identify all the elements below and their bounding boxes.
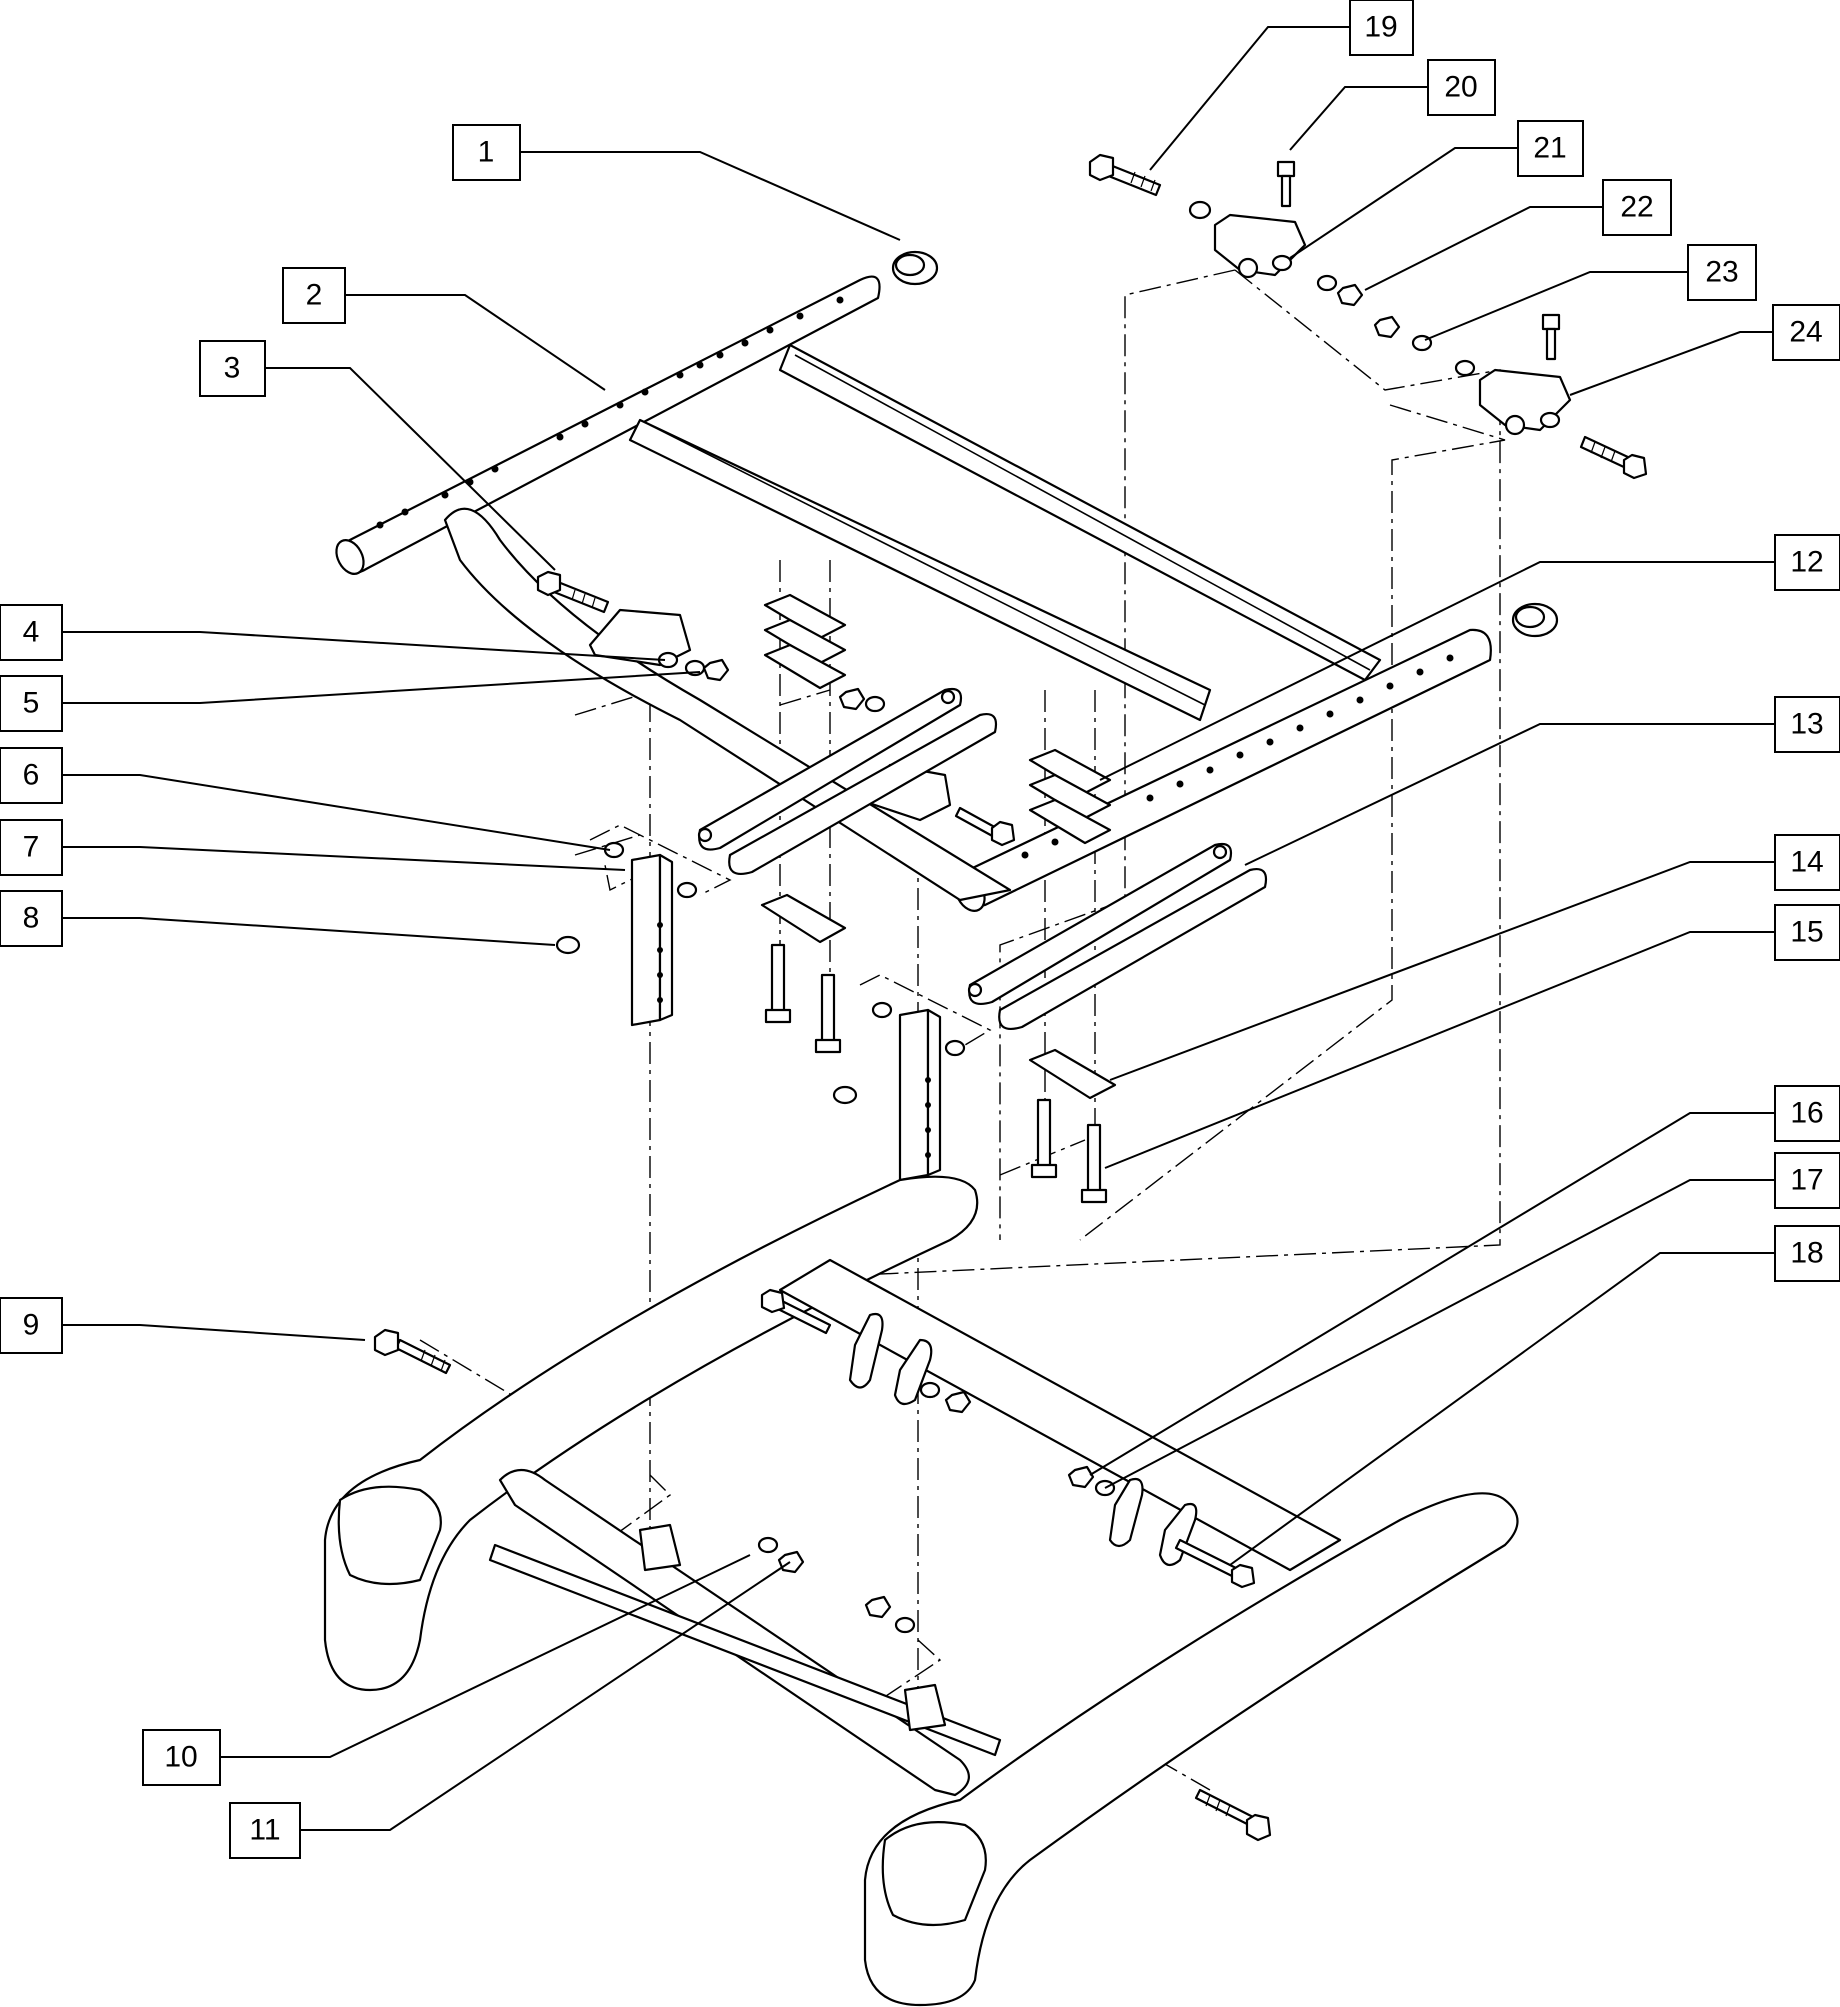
svg-text:15: 15 (1790, 916, 1823, 949)
seat-post-left (630, 853, 662, 1027)
callout-1: 1 (452, 124, 521, 181)
left-tube-end (335, 539, 365, 575)
callout-4: 4 (0, 604, 63, 661)
front-crossbar (628, 418, 1212, 722)
svg-text:11: 11 (249, 1814, 280, 1847)
svg-text:12: 12 (1790, 546, 1823, 579)
svg-text:23: 23 (1705, 256, 1738, 289)
post-plug-left (555, 935, 581, 955)
pivot-arms (697, 687, 1268, 1031)
left-runner-foot-cap (337, 1485, 442, 1586)
callout-20: 20 (1427, 59, 1496, 116)
clamp-plates (760, 593, 1117, 1100)
callout-5: 5 (0, 675, 63, 732)
callout-3: 3 (199, 340, 266, 397)
callout-17: 17 (1774, 1152, 1840, 1209)
left-seat-tube (338, 275, 881, 575)
callout-12: 12 (1774, 534, 1840, 591)
base-mount-plate (778, 1258, 1342, 1572)
lower-clamp-plate-right (1028, 1048, 1117, 1100)
callout-6: 6 (0, 747, 63, 804)
right-runner-foot-cap (881, 1821, 987, 1927)
tube-end-cap-lower (1511, 602, 1559, 638)
callout-8: 8 (0, 890, 63, 947)
callout-21: 21 (1517, 120, 1584, 177)
callout-23: 23 (1687, 244, 1757, 301)
front-side-rail (443, 507, 1012, 902)
svg-text:14: 14 (1790, 846, 1823, 879)
seat-posts (555, 853, 942, 1182)
tube-end-cap-upper (891, 250, 939, 286)
base-frame (323, 1175, 1519, 2007)
callout-11: 11 (229, 1802, 301, 1859)
svg-text:6: 6 (23, 759, 40, 792)
svg-text:13: 13 (1790, 708, 1823, 741)
callout-15: 15 (1774, 904, 1840, 961)
svg-text:4: 4 (23, 616, 40, 649)
tube-holes (376, 296, 1454, 859)
callout-13: 13 (1774, 696, 1840, 753)
svg-text:3: 3 (224, 352, 241, 385)
pivot-arm-lower-front (968, 842, 1233, 1006)
svg-text:8: 8 (23, 902, 40, 935)
callout-7: 7 (0, 819, 63, 876)
svg-text:2: 2 (306, 279, 323, 312)
pivot-arm-front (698, 687, 963, 851)
callout-18: 18 (1774, 1225, 1840, 1282)
caster-bracket-upper (1213, 213, 1307, 277)
callout-9: 9 (0, 1297, 63, 1354)
seat-post-right (898, 1008, 930, 1182)
callout-24: 24 (1772, 304, 1840, 361)
pivot-arm-lower-rear (998, 868, 1268, 1031)
callout-2: 2 (282, 267, 346, 324)
svg-text:18: 18 (1790, 1237, 1823, 1270)
svg-text:5: 5 (23, 687, 40, 720)
lower-clamp-plate-left (760, 893, 847, 944)
pivot-arm-rear (728, 713, 998, 876)
post-plug-right (832, 1085, 858, 1105)
svg-text:17: 17 (1790, 1164, 1823, 1197)
callout-22: 22 (1602, 179, 1672, 236)
callout-10: 10 (142, 1729, 221, 1786)
svg-text:1: 1 (478, 136, 495, 169)
right-runner (863, 1492, 1519, 2007)
callout-16: 16 (1774, 1085, 1840, 1142)
svg-text:22: 22 (1620, 191, 1653, 224)
svg-text:20: 20 (1444, 71, 1477, 104)
callout-14: 14 (1774, 834, 1840, 891)
base-crosstube-lower (488, 1543, 1002, 1757)
svg-text:10: 10 (164, 1741, 197, 1774)
upper-seat-frame (335, 250, 1559, 912)
vertical-bolts (764, 943, 1108, 1204)
base-crosstube (498, 1468, 970, 1797)
callout-19: 19 (1349, 0, 1414, 56)
svg-text:16: 16 (1790, 1097, 1823, 1130)
svg-text:19: 19 (1364, 11, 1397, 44)
svg-text:7: 7 (23, 831, 40, 864)
hardware (536, 153, 1648, 1204)
svg-text:24: 24 (1789, 316, 1822, 349)
svg-text:21: 21 (1533, 132, 1566, 165)
svg-text:9: 9 (23, 1309, 40, 1342)
leader-lines (62, 26, 1775, 1831)
